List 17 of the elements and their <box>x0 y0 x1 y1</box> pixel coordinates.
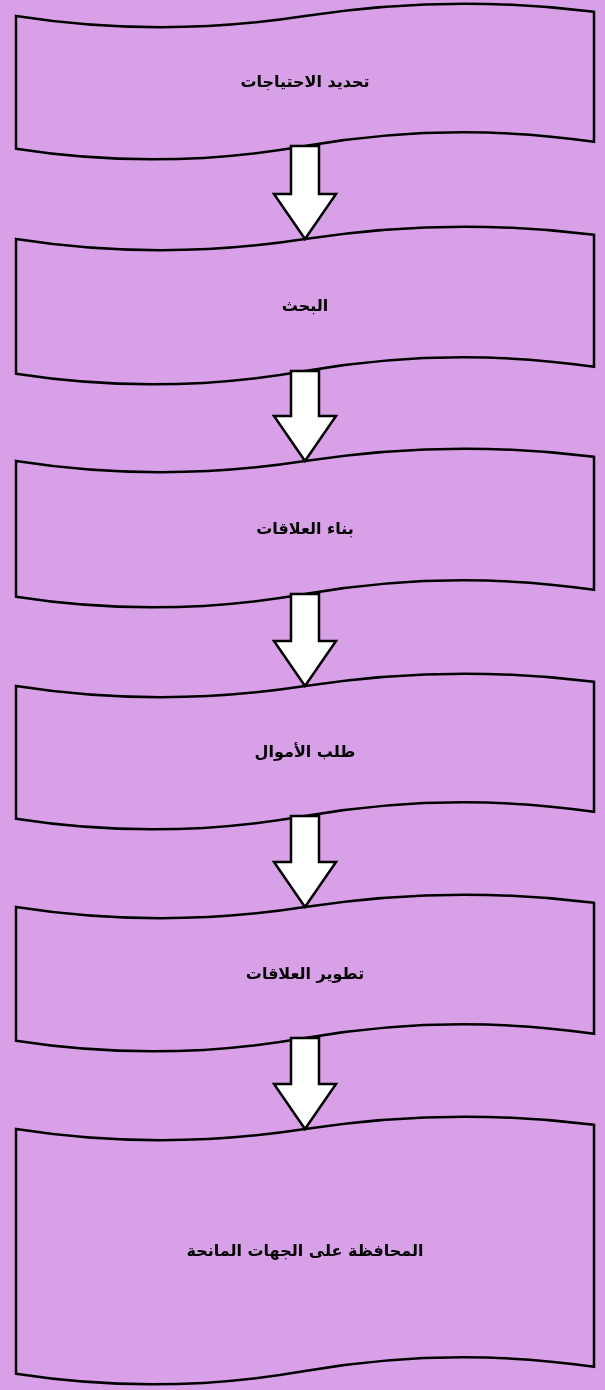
step-label: البحث <box>281 295 329 315</box>
step-label: تحديد الاحتياجات <box>240 71 370 91</box>
block-arrow <box>271 1036 339 1132</box>
block-arrow <box>271 369 339 464</box>
block-arrow <box>271 592 339 689</box>
banner-box <box>15 672 595 830</box>
step-label: المحافظة على الجهات المانحة <box>186 1240 424 1260</box>
banner-box <box>15 1115 595 1385</box>
banner-box <box>15 225 595 385</box>
banner-box <box>15 2 595 160</box>
block-arrow <box>271 814 339 910</box>
block-arrow <box>271 144 339 242</box>
step-label: تطوير العلاقات <box>245 963 365 982</box>
step-label: طلب الأموال <box>254 741 356 761</box>
banner-box <box>15 447 595 608</box>
banner-box <box>15 893 595 1052</box>
step-label: بناء العلاقات <box>256 518 354 537</box>
